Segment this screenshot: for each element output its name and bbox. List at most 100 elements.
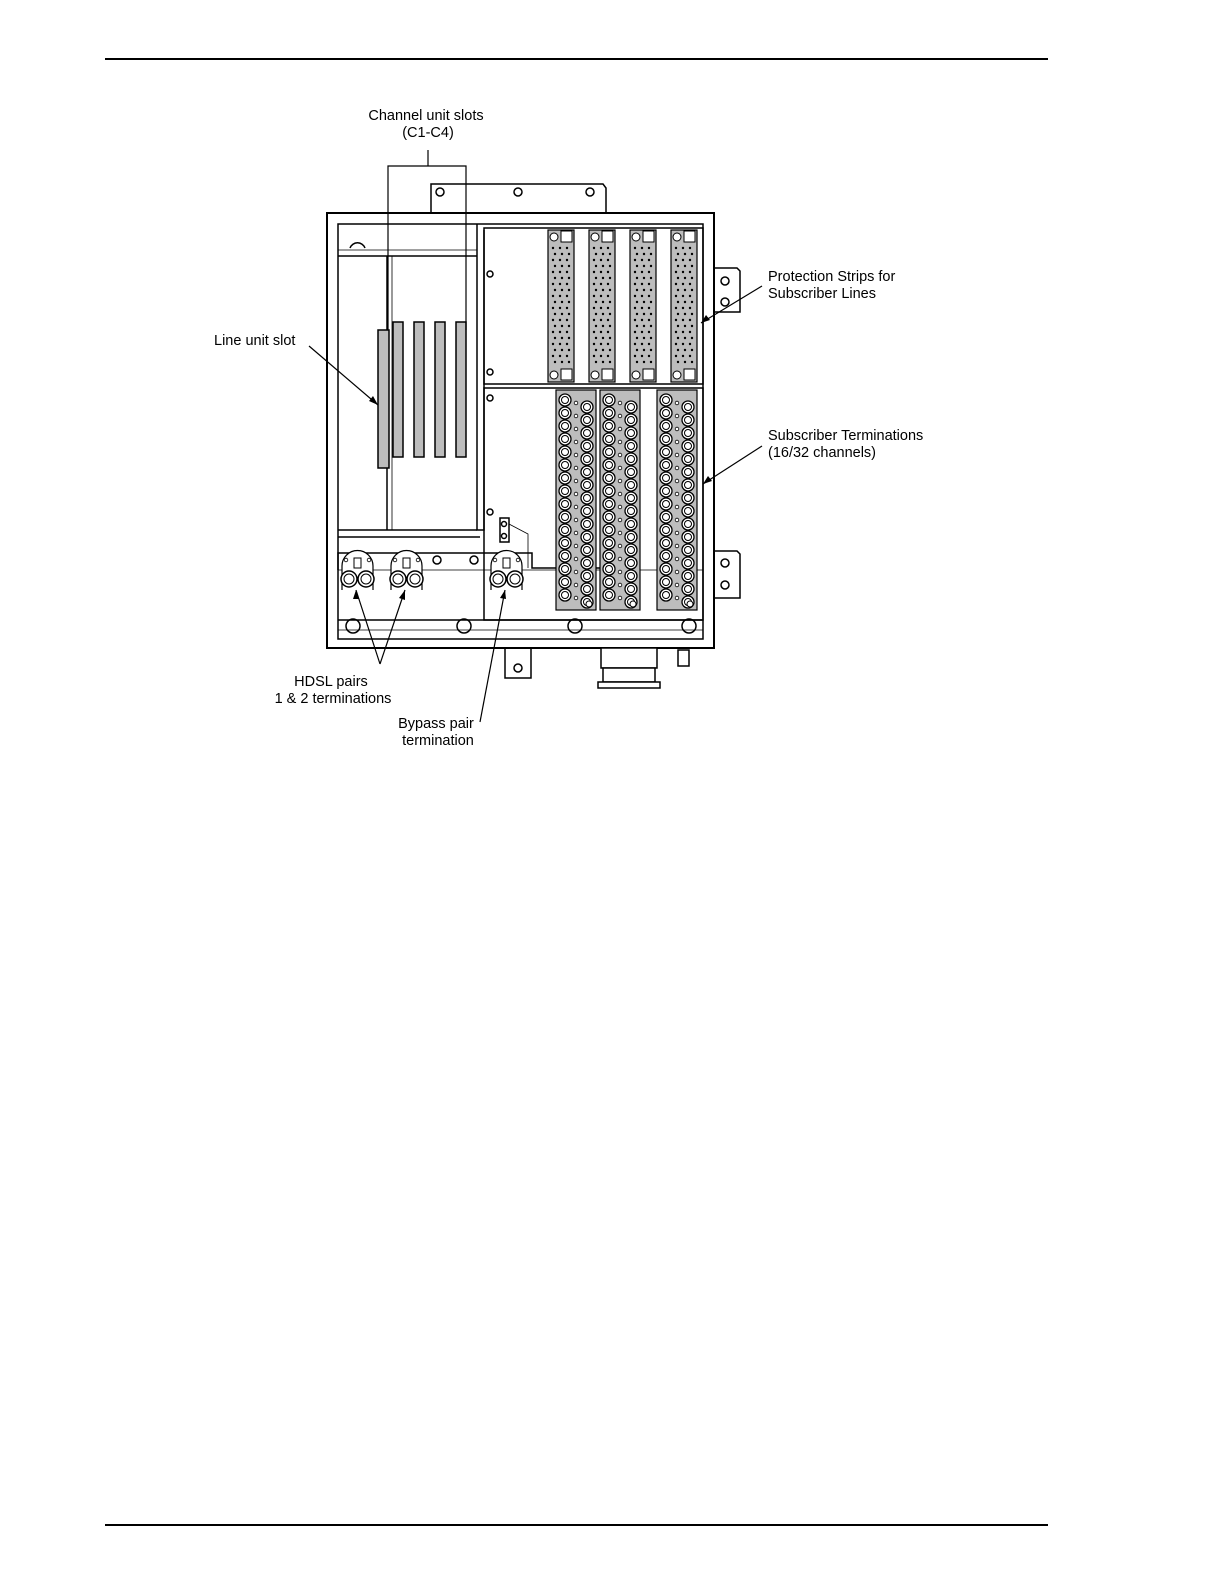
terminal-screw xyxy=(574,518,578,522)
strip-contact xyxy=(684,361,686,363)
strip-contact xyxy=(552,259,554,261)
strip-contact xyxy=(600,247,602,249)
terminal-post xyxy=(581,414,593,426)
terminal-post xyxy=(559,498,571,510)
strip-contact xyxy=(643,277,645,279)
strip-contact xyxy=(691,265,693,267)
terminal-post xyxy=(625,505,637,517)
strip-tab xyxy=(643,231,654,242)
strip-contact xyxy=(691,337,693,339)
strip-body xyxy=(630,230,656,382)
strip-contact xyxy=(650,277,652,279)
strip-contact xyxy=(634,295,636,297)
strip-contact xyxy=(595,277,597,279)
strip-contact xyxy=(677,265,679,267)
strip-contact xyxy=(643,361,645,363)
strip-contact xyxy=(607,259,609,261)
strip-contact xyxy=(593,295,595,297)
strip-contact xyxy=(568,265,570,267)
terminal-post xyxy=(625,518,637,530)
strip-contact xyxy=(566,259,568,261)
strip-contact xyxy=(607,343,609,345)
strip-contact xyxy=(634,355,636,357)
strip-contact xyxy=(677,277,679,279)
label-line: (C1-C4) xyxy=(402,125,454,141)
line-unit-slot-label: Line unit slot xyxy=(214,333,295,349)
terminal-post xyxy=(507,571,523,587)
terminal-post xyxy=(390,571,406,587)
strip-contact xyxy=(600,271,602,273)
strip-tab xyxy=(561,369,572,380)
terminal-clip xyxy=(354,558,361,568)
terminal-screw xyxy=(618,440,622,444)
strip-contact xyxy=(568,277,570,279)
strip-screw xyxy=(673,233,681,241)
terminal-post xyxy=(603,498,615,510)
strip-contact xyxy=(636,361,638,363)
strip-contact xyxy=(568,361,570,363)
strip-contact xyxy=(689,319,691,321)
terminal-screw xyxy=(675,596,679,600)
terminal-screw xyxy=(367,558,371,562)
strip-contact xyxy=(691,361,693,363)
strip-contact xyxy=(593,343,595,345)
strip-contact xyxy=(648,295,650,297)
strip-screw xyxy=(550,233,558,241)
terminal-post xyxy=(603,433,615,445)
terminal-post xyxy=(625,531,637,543)
strip-contact xyxy=(602,253,604,255)
strip-contact xyxy=(689,283,691,285)
strip-screw xyxy=(591,371,599,379)
strip-contact xyxy=(568,337,570,339)
strip-contact xyxy=(607,307,609,309)
strip-contact xyxy=(682,343,684,345)
strip-contact xyxy=(634,259,636,261)
terminal-post xyxy=(581,518,593,530)
strip-contact xyxy=(566,343,568,345)
strip-contact xyxy=(568,325,570,327)
panel-screw xyxy=(586,601,592,607)
strip-contact xyxy=(634,271,636,273)
terminal-post xyxy=(559,511,571,523)
label-line: termination xyxy=(402,733,474,749)
cable-gland xyxy=(678,650,689,666)
strip-contact xyxy=(684,313,686,315)
strip-contact xyxy=(648,355,650,357)
strip-contact xyxy=(684,301,686,303)
strip-contact xyxy=(643,313,645,315)
strip-contact xyxy=(648,319,650,321)
terminal-post xyxy=(603,459,615,471)
strip-screw xyxy=(632,371,640,379)
strip-contact xyxy=(677,361,679,363)
strip-contact xyxy=(643,325,645,327)
strip-contact xyxy=(634,343,636,345)
strip-contact xyxy=(595,301,597,303)
strip-body xyxy=(671,230,697,382)
strip-contact xyxy=(559,343,561,345)
terminal-screw xyxy=(618,596,622,600)
strip-contact xyxy=(691,301,693,303)
terminal-screw xyxy=(675,479,679,483)
label-line: Subscriber Lines xyxy=(768,286,876,302)
strip-contact xyxy=(682,283,684,285)
terminal-screw xyxy=(675,492,679,496)
strip-contact xyxy=(595,361,597,363)
strip-contact xyxy=(689,355,691,357)
protection-strip-2 xyxy=(589,230,615,382)
strip-contact xyxy=(566,319,568,321)
strip-tab xyxy=(684,369,695,380)
strip-contact xyxy=(691,325,693,327)
termination-panel-2 xyxy=(600,390,640,610)
line-unit-slot xyxy=(378,330,389,468)
strip-contact xyxy=(566,295,568,297)
strip-contact xyxy=(675,319,677,321)
strip-contact xyxy=(684,349,686,351)
strip-screw xyxy=(673,371,681,379)
strip-contact xyxy=(643,265,645,267)
strip-contact xyxy=(650,289,652,291)
channel-unit-slot-c1 xyxy=(393,322,403,457)
strip-contact xyxy=(561,325,563,327)
strip-contact xyxy=(607,319,609,321)
termination-panel-3 xyxy=(657,390,697,610)
terminal-post xyxy=(682,453,694,465)
